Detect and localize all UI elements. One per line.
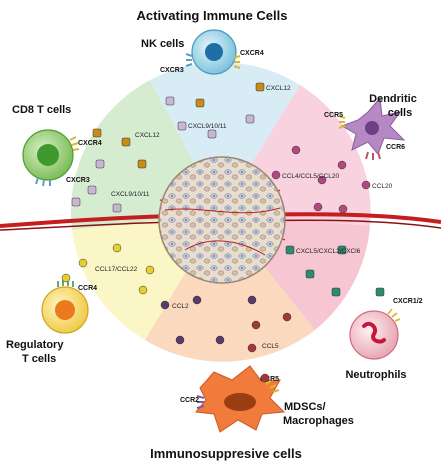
title-activating: Activating Immune Cells xyxy=(137,8,288,23)
ccl20-dot xyxy=(361,180,371,190)
cxcr4-receptor-cd8 xyxy=(69,136,80,151)
cxcr12-receptor xyxy=(387,308,401,322)
tumor-mass xyxy=(158,156,286,284)
nk-cxcr4-label: CXCR4 xyxy=(240,50,264,57)
nk-cell-label: NK cells xyxy=(141,38,184,50)
chemokine-cxcl9-nk: CXCL9/10/11 xyxy=(188,123,227,130)
ccl5-dot xyxy=(247,343,257,353)
dendritic-label-1: Dendritic xyxy=(369,93,417,105)
ccl-dot xyxy=(317,175,327,185)
cxcr3-receptor-nk xyxy=(185,53,193,67)
ccl2-dot xyxy=(192,295,202,305)
cxcl9-dot xyxy=(71,197,81,207)
cxcl12-dot xyxy=(255,82,265,92)
chemokine-markers xyxy=(61,82,385,383)
cxcl12-dot xyxy=(92,128,102,138)
dendritic-ccr5-label: CCR5 xyxy=(324,112,343,119)
ccl2-dot xyxy=(247,295,257,305)
chemokine-ccl17: CCL17/CCL22 xyxy=(95,266,138,273)
chemokine-cxcl12-nk: CXCL12 xyxy=(266,85,291,92)
mdsc-sector xyxy=(145,213,315,362)
cxcl5-dot xyxy=(305,269,315,279)
cxcl5-dot xyxy=(331,287,341,297)
neutrophil-cxcr-label: CXCR1/2 xyxy=(393,298,423,305)
mdsc-ccr2-label: CCR2 xyxy=(180,397,199,404)
neutrophil-label: Neutrophils xyxy=(345,369,406,381)
cxcl9-dot xyxy=(95,159,105,169)
cxcl9-dot xyxy=(112,203,122,213)
treg-chemokine-dot xyxy=(138,285,148,295)
mdsc-ccr5-label: CCR5 xyxy=(260,376,279,383)
cxcl9-dot xyxy=(165,96,175,106)
mdsc-label-2: Macrophages xyxy=(283,415,354,427)
treg-chemokine-dot xyxy=(78,258,88,268)
title-immunosuppressive: Immunosuppresive cells xyxy=(150,446,302,461)
ccl2-dot xyxy=(175,335,185,345)
chemokine-cxcl5: CXCL5/CXCL2/CXCl6 xyxy=(296,248,361,255)
ccr5-receptor xyxy=(338,115,346,129)
ccl5-dot xyxy=(282,312,292,322)
ccl-dot xyxy=(337,160,347,170)
ccl-dot xyxy=(313,202,323,212)
cd8-cell-label: CD8 T cells xyxy=(12,104,71,116)
cxcl5-dot xyxy=(337,245,347,255)
dendritic-label-2: cells xyxy=(388,107,412,119)
ccl-dot xyxy=(338,204,348,214)
treg-cell xyxy=(41,280,89,334)
treg-label-2: T cells xyxy=(22,353,56,365)
nk-cell xyxy=(185,29,241,75)
cxcr3-receptor-cd8 xyxy=(35,177,51,187)
chemokine-ccl20: CCL20 xyxy=(372,183,393,190)
dendritic-ccr6-label: CCR6 xyxy=(386,144,405,151)
chemokine-ccl2: CCL2 xyxy=(172,303,189,310)
nk-cxcr3-label: CXCR3 xyxy=(160,67,184,74)
treg-chemokine-dot xyxy=(145,265,155,275)
cxcl9-dot xyxy=(207,129,217,139)
cd8-cxcr4-label: CXCR4 xyxy=(78,140,102,147)
ccr4-receptor xyxy=(57,280,74,287)
ccr6-receptor xyxy=(365,151,381,160)
cxcl9-dot xyxy=(177,121,187,131)
cxcl5-dot xyxy=(285,245,295,255)
treg-chemokine-dot xyxy=(112,243,122,253)
ccl2-dot xyxy=(215,335,225,345)
cd8-t-cell xyxy=(22,129,80,187)
cxcl12-dot xyxy=(121,137,131,147)
mdsc-label-1: MDSCs/ xyxy=(284,401,326,413)
treg-ccr4-label: CCR4 xyxy=(78,285,97,292)
chemokine-cxcl12-cd8: CXCL12 xyxy=(135,132,160,139)
cxcr4-receptor-nk xyxy=(233,55,241,69)
chemokine-ccl4: CCL4/CCL5/CCL20 xyxy=(282,173,339,180)
ccl2-dot xyxy=(160,300,170,310)
cxcl9-dot xyxy=(245,114,255,124)
cxcl5-dot xyxy=(375,287,385,297)
ccr2-receptor xyxy=(196,395,205,409)
cxcl12-dot xyxy=(137,159,147,169)
treg-chemokine-dot xyxy=(61,273,71,283)
ccl-dot xyxy=(291,145,301,155)
ccl5-dot xyxy=(260,373,270,383)
ccr5-receptor-mdsc xyxy=(265,379,280,393)
ccl5-dot xyxy=(251,320,261,330)
cd8-cxcr3-label: CXCR3 xyxy=(66,177,90,184)
dendritic-cell xyxy=(338,96,406,160)
treg-label-1: Regulatory xyxy=(6,339,64,351)
chemokine-ccl5: CCL5 xyxy=(262,343,279,350)
neutrophil-cell xyxy=(349,308,401,360)
cxcl9-dot xyxy=(87,185,97,195)
ccl-dot xyxy=(271,170,281,180)
mdsc-cell xyxy=(195,365,286,433)
cxcl12-dot xyxy=(195,98,205,108)
nk-sector xyxy=(150,62,300,214)
chemokine-cxcl9-cd8: CXCL9/10/11 xyxy=(111,191,150,198)
